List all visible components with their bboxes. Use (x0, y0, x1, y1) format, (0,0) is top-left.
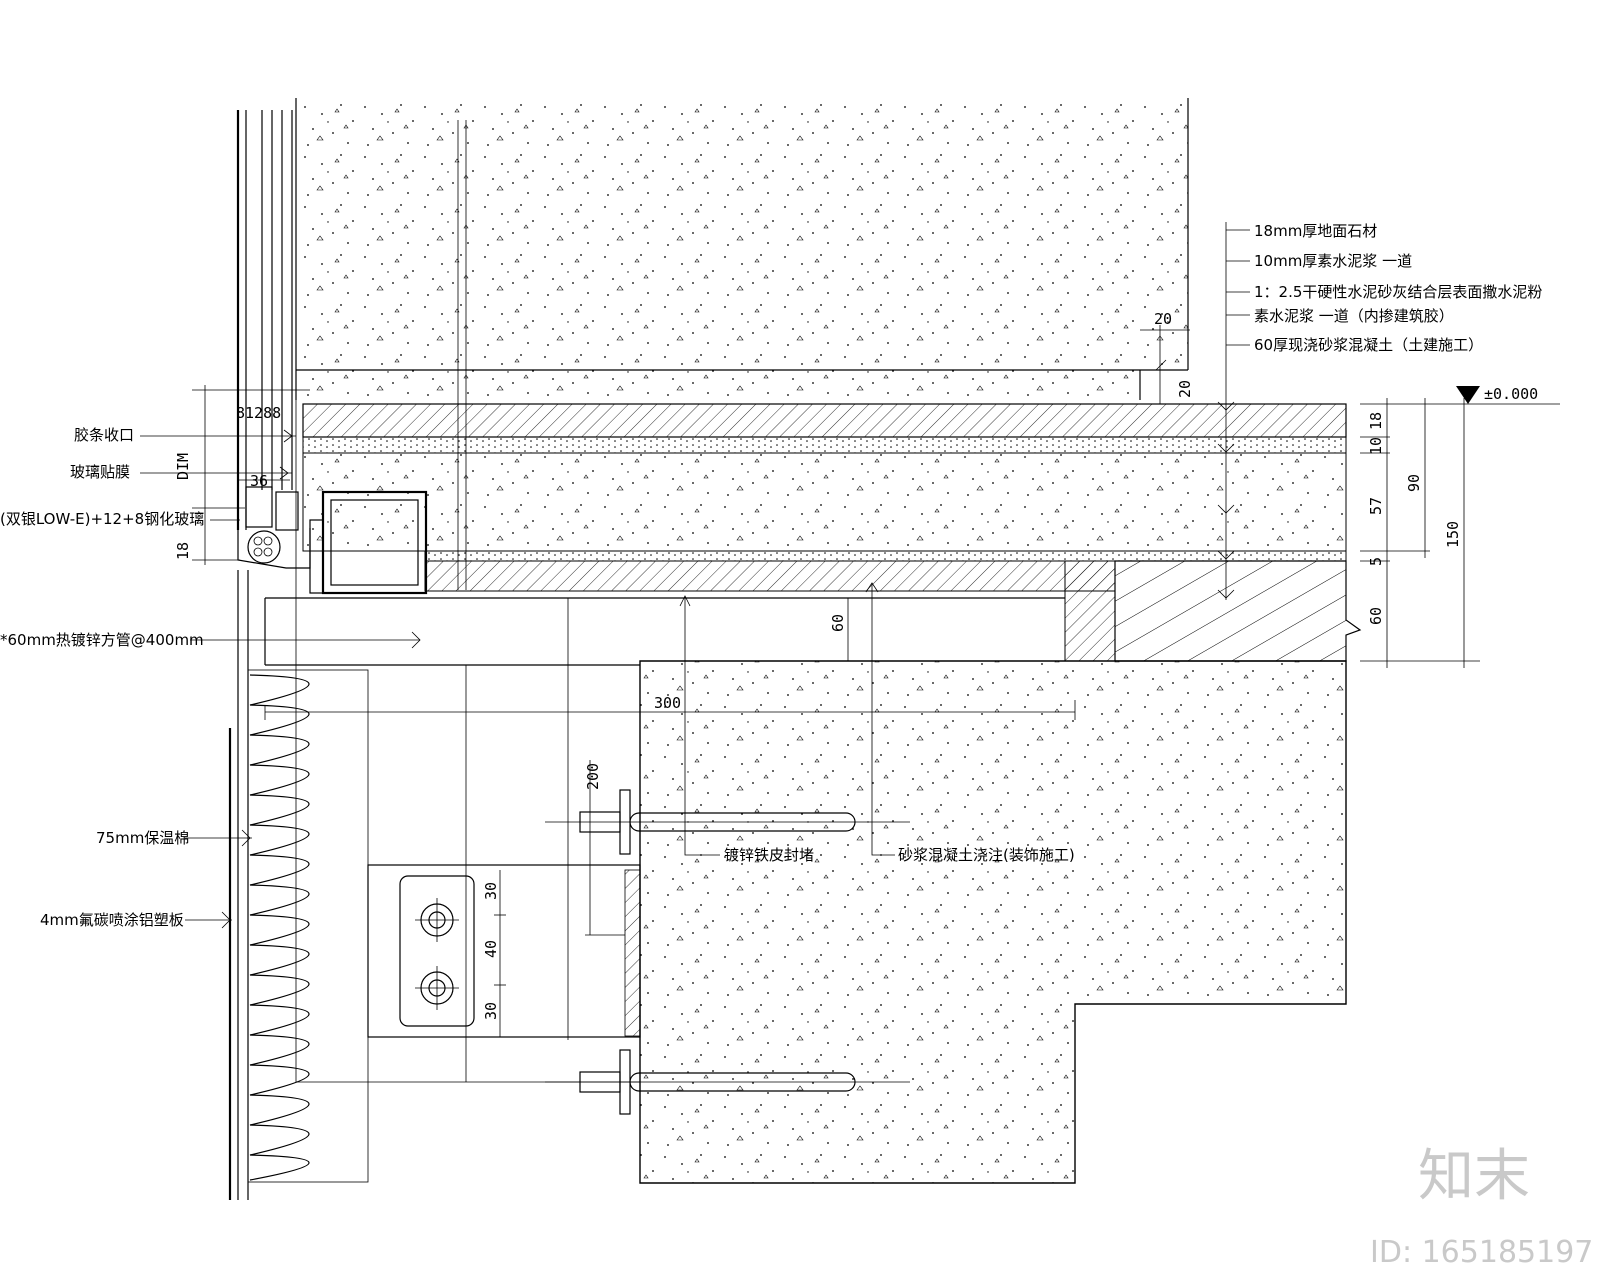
upper-concrete-block (295, 98, 1189, 590)
dim-r150: 150 (1444, 521, 1462, 548)
galvanized-label: 镀锌铁皮封堵 (724, 846, 814, 864)
dim-r57: 57 (1367, 497, 1385, 515)
left-dimensions (192, 325, 1190, 1037)
layer-mortar-label: 1：2.5干硬性水泥砂灰结合层表面撒水泥粉 (1254, 283, 1542, 301)
layer-stone-label: 18mm厚地面石材 (1254, 222, 1377, 240)
dim-r5: 5 (1367, 557, 1385, 566)
watermark-logo: 知末 (1418, 1144, 1530, 1209)
dim-40: 40 (482, 940, 500, 958)
glass-film-label: 玻璃贴膜 (70, 463, 130, 481)
left-leaders (140, 429, 421, 929)
tube-label: *60mm热镀锌方管@400mm (0, 631, 204, 649)
dim-r90: 90 (1405, 474, 1423, 492)
anchor-bolt-bottom (545, 1049, 910, 1115)
insulation-label: 75mm保温棉 (96, 829, 189, 847)
floor-stone-layer (302, 403, 1347, 438)
center-leaders (679, 582, 895, 856)
right-dimensions (1360, 386, 1560, 668)
floor-concrete-hatch (424, 560, 1362, 662)
dim-36: 36 (250, 472, 268, 490)
dim-r60: 60 (1367, 607, 1385, 625)
sealant-label: 胶条收口 (74, 426, 134, 444)
panel-label: 4mm氟碳喷涂铝塑板 (40, 911, 184, 929)
dim-frame: 81288 (236, 404, 281, 422)
elevation-label: ±0.000 (1484, 385, 1538, 403)
watermark-id: ID: 165185197 (1370, 1235, 1593, 1270)
steel-frame-lines (264, 400, 1065, 1083)
dim-30-top: 30 (482, 882, 500, 900)
mortar-pour-label: 砂浆混凝土浇注(装饰施工) (898, 846, 1075, 864)
aluminum-panel (228, 570, 249, 1200)
lower-concrete-slab (639, 660, 1347, 1184)
dim-30-bottom: 30 (482, 1002, 500, 1020)
layer-cement-slurry-label: 10mm厚素水泥浆 一道 (1254, 252, 1412, 270)
dim-side-20: 20 (1176, 380, 1194, 398)
insulation-wool (247, 669, 369, 1183)
glass-label: (双银LOW-E)+12+8钢化玻璃 (0, 510, 204, 528)
dim-18-left: 18 (174, 542, 192, 560)
embed-plate (367, 864, 641, 1038)
dim-dim-text: DIM (174, 453, 192, 480)
glass-curtain-wall (236, 110, 324, 594)
dim-60-center: 60 (829, 614, 847, 632)
layer-callout-leader (1217, 222, 1250, 600)
dim-r10: 10 (1367, 437, 1385, 455)
anchor-bolt-top (545, 789, 910, 855)
dim-200: 200 (584, 763, 602, 790)
layer-concrete-label: 60厚现浇砂浆混凝土（土建施工） (1254, 336, 1483, 354)
floor-glue-layer (424, 550, 1347, 562)
dim-300: 300 (654, 694, 681, 712)
layer-slurry-glue-label: 素水泥浆 一道（内掺建筑胶） (1254, 307, 1454, 325)
dim-r18: 18 (1367, 412, 1385, 430)
floor-slurry-layer (302, 436, 1347, 454)
dim-top-20: 20 (1154, 310, 1172, 328)
floor-mortar-layer (302, 452, 1347, 552)
